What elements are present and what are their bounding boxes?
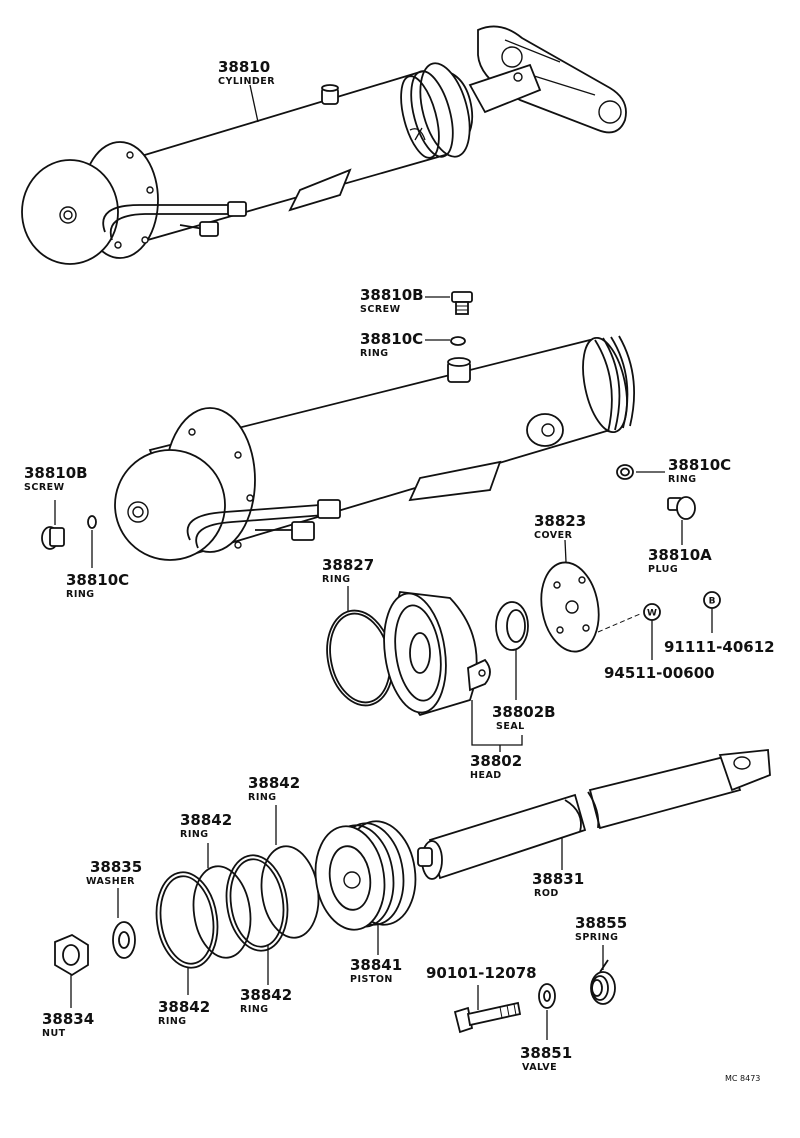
ring-right-illustration: [616, 464, 665, 480]
head-illustration: [383, 591, 491, 717]
washer-w-number: 94511-00600: [604, 664, 715, 682]
label-rod: 38831 ROD: [532, 870, 584, 899]
label-screw-left: 38810B SCREW: [24, 464, 88, 493]
valve-illustration: [538, 983, 556, 1040]
ring-right-name: RING: [668, 474, 697, 485]
ring-left-number: 38810C: [66, 571, 129, 589]
cylinder-name: CYLINDER: [218, 76, 275, 87]
bolt-number: 90101-12078: [426, 964, 537, 982]
label-cover: 38823 COVER: [534, 512, 586, 541]
cylinder-number: 38810: [218, 58, 270, 76]
screw-top-number: 38810B: [360, 286, 424, 304]
ring-head-name: RING: [322, 574, 351, 585]
ring-top-illustration: [425, 336, 466, 346]
label-plug: 38810A PLUG: [648, 546, 712, 575]
label-washer-w: 94511-00600: [604, 664, 715, 682]
seal-illustration: [495, 601, 529, 700]
label-head: 38802 HEAD: [470, 752, 522, 781]
cover-illustration: [540, 539, 641, 653]
head-bracket-leader: [471, 700, 523, 752]
plug-illustration: [667, 496, 696, 545]
label-piston-ring-upper: 38842 RING: [248, 774, 300, 803]
cylinder-assembly-illustration: [21, 25, 627, 265]
spring-name: SPRING: [575, 932, 618, 943]
label-screw-top: 38810B SCREW: [360, 286, 424, 315]
washer-w-letter: W: [647, 609, 657, 619]
nut-number: 38834: [42, 1010, 94, 1028]
ring-right-number: 38810C: [668, 456, 731, 474]
ring-top-name: RING: [360, 348, 389, 359]
valve-name: VALVE: [522, 1062, 557, 1073]
label-bolt: 90101-12078: [426, 964, 537, 982]
ring-left-name: RING: [66, 589, 95, 600]
label-bolt-b: 91111-40612: [664, 638, 775, 656]
label-valve: 38851 VALVE: [520, 1044, 572, 1073]
bolt-b-symbol: B: [703, 591, 721, 633]
label-ring-top: 38810C RING: [360, 330, 423, 359]
label-ring-head: 38827 RING: [322, 556, 374, 585]
head-name: HEAD: [470, 770, 502, 781]
screw-left-name: SCREW: [24, 482, 65, 493]
rod-name: ROD: [534, 888, 559, 899]
ring-head-number: 38827: [322, 556, 374, 574]
piston-ring-lower-left-name: RING: [158, 1016, 187, 1027]
bolt-illustration: [453, 985, 522, 1034]
label-seal: 38802B SEAL: [492, 703, 556, 732]
washer-w-symbol: W: [643, 603, 661, 660]
label-spring: 38855 SPRING: [575, 914, 627, 943]
piston-name: PISTON: [350, 974, 393, 985]
label-piston: 38841 PISTON: [350, 956, 402, 985]
nut-name: NUT: [42, 1028, 66, 1039]
piston-number: 38841: [350, 956, 402, 974]
spring-illustration: [590, 945, 616, 1005]
piston-rings-illustration: [155, 805, 320, 995]
ring-top-number: 38810C: [360, 330, 423, 348]
plug-name: PLUG: [648, 564, 678, 575]
bolt-b-letter: B: [709, 597, 716, 607]
plug-number: 38810A: [648, 546, 712, 564]
rod-number: 38831: [532, 870, 584, 888]
cover-number: 38823: [534, 512, 586, 530]
label-washer: 38835 WASHER: [86, 858, 142, 887]
label-cylinder: 38810 CYLINDER: [218, 58, 275, 87]
piston-ring-mid-name: RING: [180, 829, 209, 840]
cover-name: COVER: [534, 530, 573, 541]
washer-illustration: [112, 888, 136, 959]
piston-ring-mid-number: 38842: [180, 811, 232, 829]
label-piston-ring-mid: 38842 RING: [180, 811, 232, 840]
label-ring-right: 38810C RING: [668, 456, 731, 485]
spring-number: 38855: [575, 914, 627, 932]
label-piston-ring-lower-right: 38842 RING: [240, 986, 292, 1015]
label-ring-left: 38810C RING: [66, 571, 129, 600]
washer-name: WASHER: [86, 876, 135, 887]
screw-top-illustration: [425, 291, 473, 315]
seal-name: SEAL: [496, 721, 525, 732]
head-number: 38802: [470, 752, 522, 770]
label-piston-ring-lower-left: 38842 RING: [158, 998, 210, 1027]
piston-illustration: [314, 820, 417, 955]
screw-top-name: SCREW: [360, 304, 401, 315]
screw-left-number: 38810B: [24, 464, 88, 482]
nut-illustration: [54, 933, 89, 1008]
piston-ring-lower-right-number: 38842: [240, 986, 292, 1004]
piston-ring-upper-number: 38842: [248, 774, 300, 792]
valve-number: 38851: [520, 1044, 572, 1062]
seal-number: 38802B: [492, 703, 556, 721]
washer-number: 38835: [90, 858, 142, 876]
label-nut: 38834 NUT: [42, 1010, 94, 1039]
cylinder-body-illustration: [114, 335, 635, 561]
rod-illustration: [417, 749, 771, 880]
piston-ring-lower-right-name: RING: [240, 1004, 269, 1015]
screw-left-illustration: [41, 500, 65, 550]
diagram-code: MC 8473: [725, 1074, 760, 1083]
piston-ring-lower-left-number: 38842: [158, 998, 210, 1016]
ring-left-illustration: [87, 515, 97, 568]
bolt-b-number: 91111-40612: [664, 638, 775, 656]
piston-ring-upper-name: RING: [248, 792, 277, 803]
